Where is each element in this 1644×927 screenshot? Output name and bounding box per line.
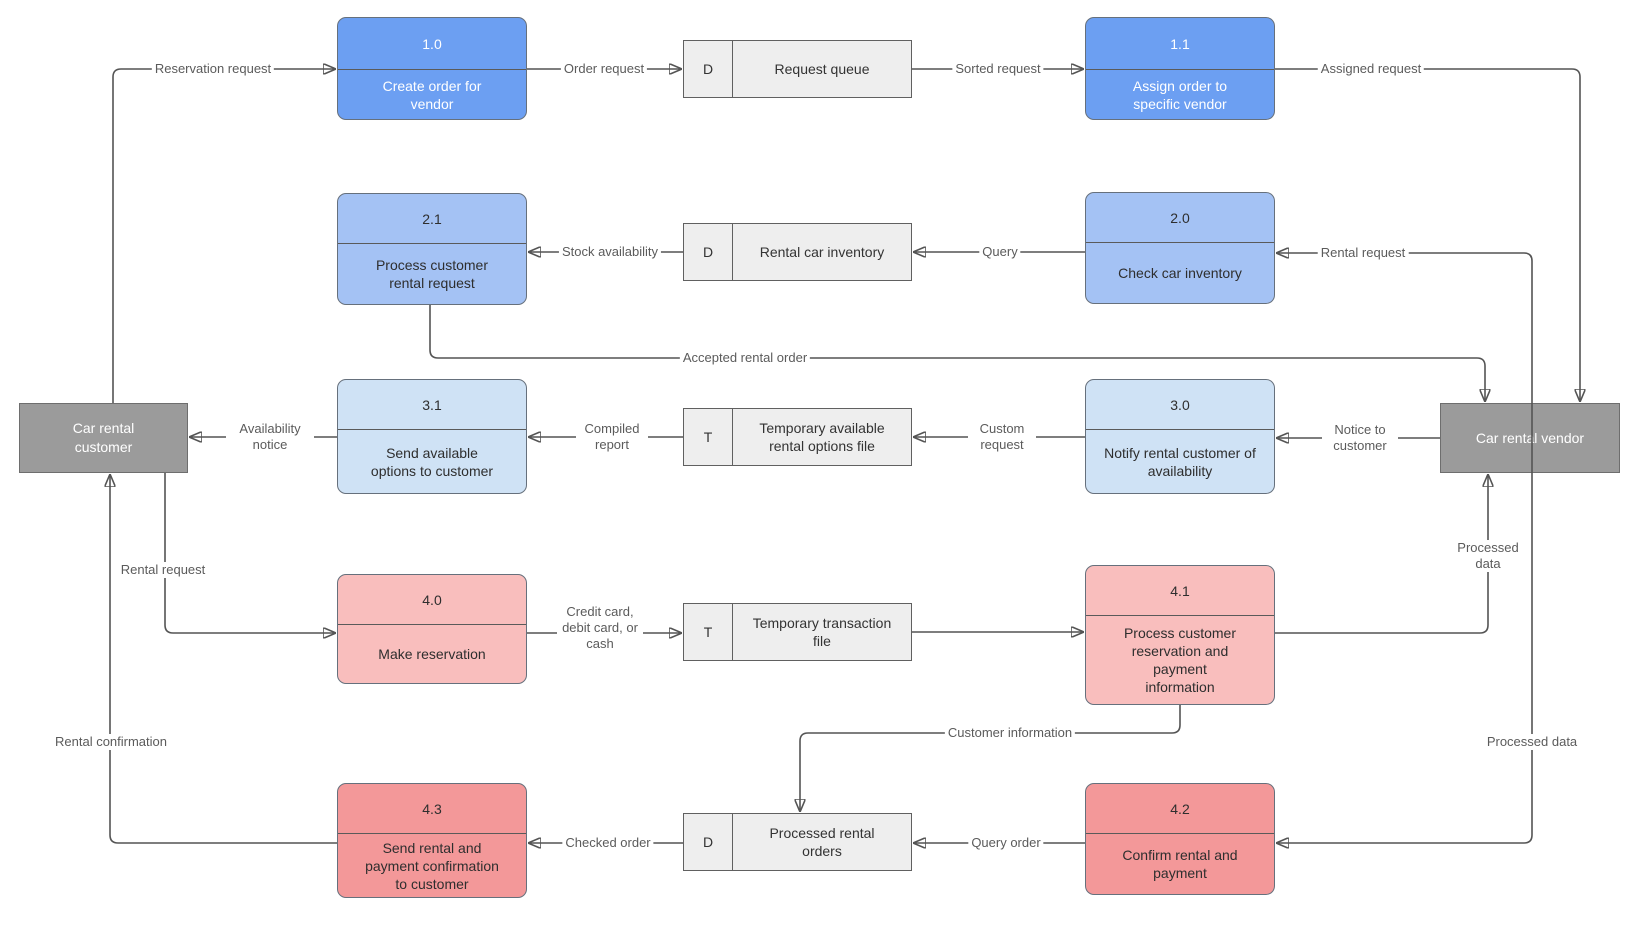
- datastore-name: Request queue: [774, 61, 870, 77]
- process-id: 3.0: [1086, 380, 1274, 430]
- process-name: Send available options to customer: [370, 444, 494, 479]
- process-4-1[interactable]: 4.1 Process customer reservation and pay…: [1085, 565, 1275, 705]
- process-name: Notify rental customer of availability: [1104, 444, 1256, 479]
- process-id: 1.1: [1086, 18, 1274, 70]
- process-1-1[interactable]: 1.1 Assign order to specific vendor: [1085, 17, 1275, 120]
- flow-label-processed-data-down[interactable]: Processed data: [1483, 734, 1581, 750]
- flow-reservation-request: [112, 69, 335, 403]
- entity-car-rental-vendor[interactable]: Car rental vendor: [1440, 403, 1620, 473]
- flow-rental-confirmation: [110, 475, 337, 844]
- flow-label-order-request[interactable]: Order request: [560, 61, 648, 77]
- process-name: Process customer rental request: [375, 257, 489, 291]
- flow-label-availability-notice[interactable]: Availability notice: [226, 421, 314, 453]
- entity-label: Car rental customer: [72, 420, 135, 455]
- datastore-processed-rental-orders[interactable]: D Processed rental orders: [683, 813, 912, 871]
- entity-label: Car rental vendor: [1475, 429, 1585, 446]
- process-3-0[interactable]: 3.0 Notify rental customer of availabili…: [1085, 379, 1275, 494]
- datastore-request-queue[interactable]: D Request queue: [683, 40, 912, 98]
- process-name: Check car inventory: [1118, 265, 1242, 281]
- flow-label-accepted-rental-order[interactable]: Accepted rental order: [679, 350, 811, 366]
- flow-assigned-request: [1275, 68, 1580, 401]
- process-1-0[interactable]: 1.0 Create order for vendor: [337, 17, 527, 120]
- flow-label-assigned-request[interactable]: Assigned request: [1317, 61, 1425, 77]
- flow-label-sorted-request[interactable]: Sorted request: [952, 61, 1044, 77]
- process-id: 4.2: [1086, 784, 1274, 834]
- flow-label-notice-to-customer[interactable]: Notice to customer: [1322, 422, 1398, 454]
- flow-label-payment-method[interactable]: Credit card, debit card, or cash: [557, 604, 643, 652]
- flow-label-processed-data-up[interactable]: Processed data: [1449, 540, 1527, 572]
- process-name: Process customer reservation and payment…: [1123, 625, 1237, 695]
- datastore-name: Temporary available rental options file: [759, 420, 885, 454]
- flow-label-stock-availability[interactable]: Stock availability: [558, 244, 662, 260]
- datastore-key: T: [684, 604, 733, 660]
- flow-label-query-order[interactable]: Query order: [968, 835, 1044, 851]
- flow-label-query[interactable]: Query: [979, 244, 1021, 260]
- datastore-rental-car-inventory[interactable]: D Rental car inventory: [683, 223, 912, 281]
- process-id: 4.3: [338, 784, 526, 834]
- process-name: Send rental and payment confirmation to …: [365, 839, 499, 892]
- flow-label-rental-request-customer[interactable]: Rental request: [117, 562, 209, 578]
- process-4-0[interactable]: 4.0 Make reservation: [337, 574, 527, 684]
- process-4-2[interactable]: 4.2 Confirm rental and payment: [1085, 783, 1275, 895]
- datastore-key: D: [684, 814, 733, 870]
- process-id: 1.0: [338, 18, 526, 70]
- datastore-key: T: [684, 409, 733, 465]
- flow-label-rental-confirmation[interactable]: Rental confirmation: [52, 734, 170, 750]
- process-id: 4.0: [338, 575, 526, 625]
- process-id: 3.1: [338, 380, 526, 430]
- datastore-key: D: [684, 41, 733, 97]
- entity-car-rental-customer[interactable]: Car rental customer: [19, 403, 188, 473]
- flow-accepted-rental-order: [429, 305, 1485, 401]
- datastore-temporary-available-rental-options-file[interactable]: T Temporary available rental options fil…: [683, 408, 912, 466]
- flow-label-compiled-report[interactable]: Compiled report: [576, 421, 648, 453]
- process-name: Assign order to specific vendor: [1132, 77, 1228, 112]
- process-3-1[interactable]: 3.1 Send available options to customer: [337, 379, 527, 494]
- datastore-name: Temporary transaction file: [752, 615, 892, 649]
- flow-label-rental-request-vendor[interactable]: Rental request: [1317, 245, 1409, 261]
- flow-label-checked-order[interactable]: Checked order: [562, 835, 654, 851]
- datastore-name: Rental car inventory: [759, 244, 885, 260]
- datastore-key: D: [684, 224, 733, 280]
- process-name: Make reservation: [378, 646, 486, 662]
- flow-label-customer-information[interactable]: Customer information: [944, 725, 1076, 741]
- process-2-1[interactable]: 2.1 Process customer rental request: [337, 193, 527, 305]
- flow-rental-request-vendor: [1277, 253, 1533, 403]
- datastore-temporary-transaction-file[interactable]: T Temporary transaction file: [683, 603, 912, 661]
- process-2-0[interactable]: 2.0 Check car inventory: [1085, 192, 1275, 304]
- process-id: 4.1: [1086, 566, 1274, 616]
- flow-label-reservation-request[interactable]: Reservation request: [151, 61, 275, 77]
- process-4-3[interactable]: 4.3 Send rental and payment confirmation…: [337, 783, 527, 898]
- process-id: 2.1: [338, 194, 526, 244]
- process-id: 2.0: [1086, 193, 1274, 243]
- flow-rental-request-customer: [164, 473, 335, 633]
- datastore-name: Processed rental orders: [769, 825, 875, 859]
- process-name: Confirm rental and payment: [1122, 847, 1238, 881]
- process-name: Create order for vendor: [382, 77, 482, 112]
- flow-label-custom-request[interactable]: Custom request: [968, 421, 1036, 453]
